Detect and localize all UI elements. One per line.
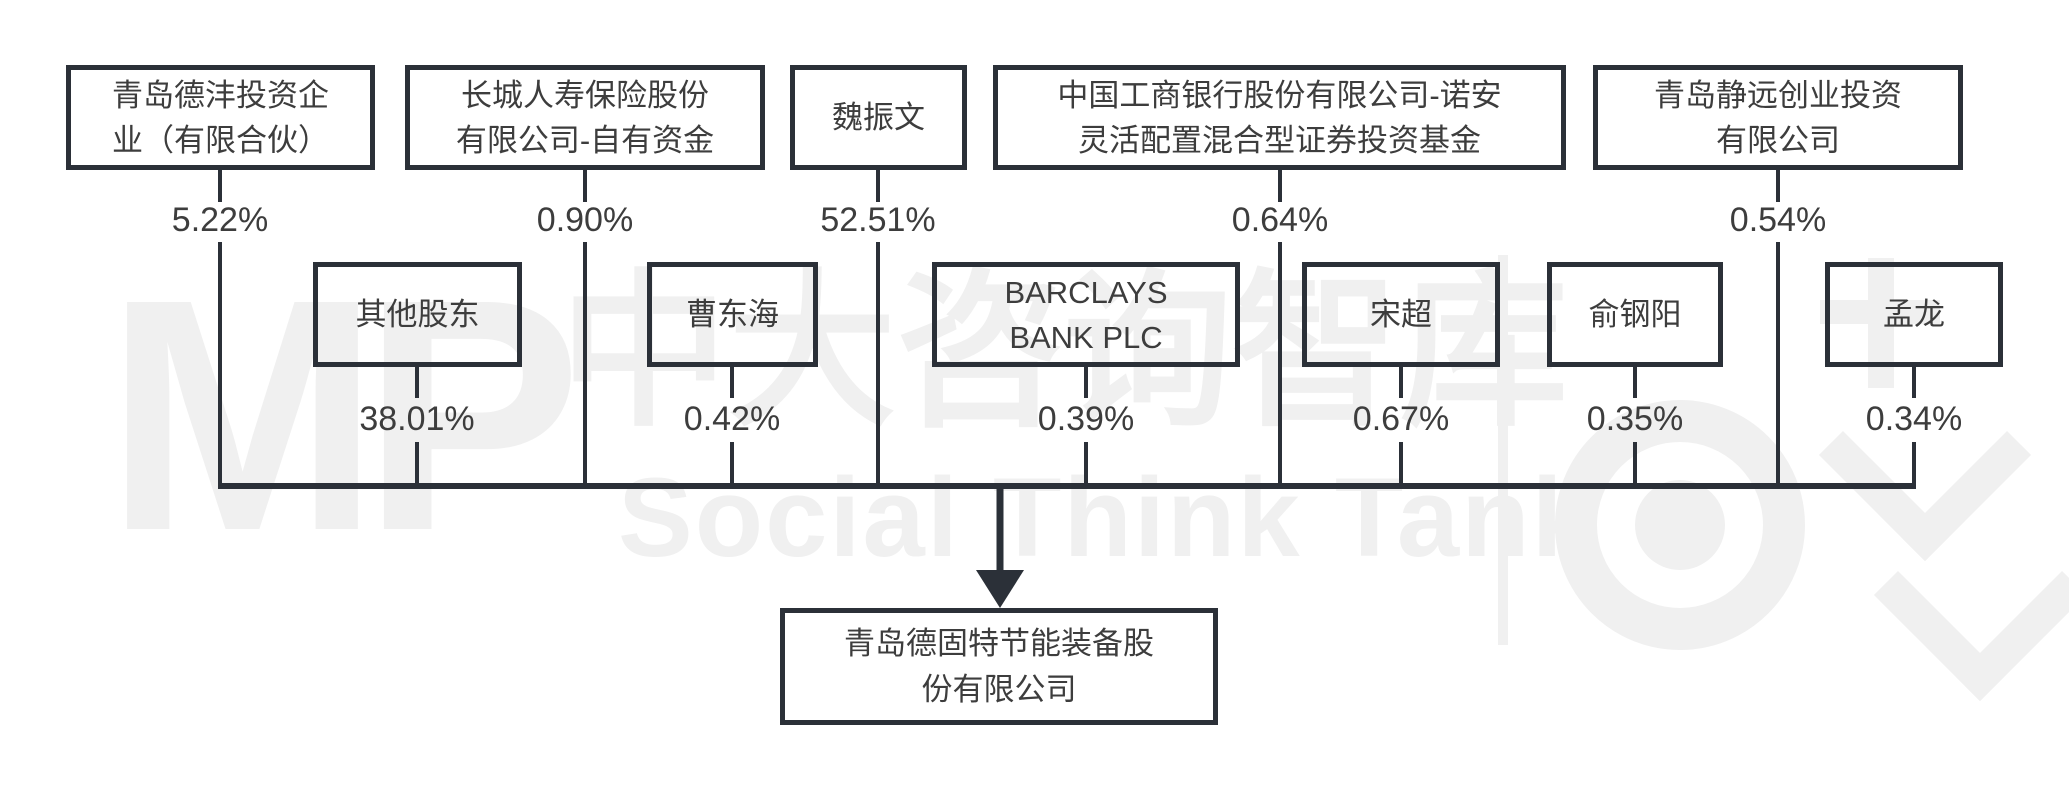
shareholder-box-barclays: BARCLAYS BANK PLC xyxy=(932,262,1240,367)
shareholder-box-caodonghai: 曹东海 xyxy=(647,262,818,367)
shareholder-box-qingdao-jingyuan: 青岛静远创业投资 有限公司 xyxy=(1593,65,1963,170)
shareholder-box-weizhenwen: 魏振文 xyxy=(790,65,967,170)
connector-line xyxy=(1084,367,1088,398)
watermark-logo: MP xyxy=(105,230,582,599)
connector-line xyxy=(1084,442,1088,487)
connector-line xyxy=(583,242,587,487)
ownership-percentage: 0.39% xyxy=(1037,399,1135,438)
shareholder-box-songchao: 宋超 xyxy=(1302,262,1500,367)
connector-line xyxy=(218,170,222,202)
connector-bus-line xyxy=(218,483,1916,489)
watermark-divider xyxy=(1498,255,1508,645)
ownership-percentage: 0.34% xyxy=(1865,399,1963,438)
connector-line xyxy=(1278,242,1282,487)
ownership-percentage: 0.90% xyxy=(536,200,634,239)
connector-line xyxy=(1278,170,1282,202)
connector-line xyxy=(876,242,880,487)
connector-line xyxy=(415,367,419,398)
connector-line xyxy=(415,442,419,487)
watermark-en-text: Social Think Tank xyxy=(618,455,1596,580)
connector-line xyxy=(1912,442,1916,487)
ownership-percentage: 0.35% xyxy=(1586,399,1684,438)
ownership-percentage: 5.22% xyxy=(171,200,269,239)
connector-line xyxy=(876,170,880,202)
connector-line xyxy=(218,242,222,487)
connector-line xyxy=(1399,367,1403,398)
watermark-cross-icon xyxy=(1820,300,1940,324)
watermark-ring-core-icon xyxy=(1635,480,1725,570)
ownership-percentage: 0.54% xyxy=(1729,200,1827,239)
arrow-stem xyxy=(996,483,1004,575)
ownership-percentage: 52.51% xyxy=(820,200,936,239)
ownership-percentage: 0.67% xyxy=(1352,399,1450,438)
connector-line xyxy=(583,170,587,202)
shareholder-box-greatwall-life: 长城人寿保险股份 有限公司-自有资金 xyxy=(405,65,765,170)
ownership-percentage: 0.42% xyxy=(683,399,781,438)
shareholder-box-yugangyang: 俞钢阳 xyxy=(1547,262,1723,367)
connector-line xyxy=(730,442,734,487)
shareholder-box-icbc-fund: 中国工商银行股份有限公司-诺安 灵活配置混合型证券投资基金 xyxy=(993,65,1566,170)
connector-line xyxy=(730,367,734,398)
connector-line xyxy=(1912,367,1916,398)
arrow-down-icon xyxy=(976,570,1024,608)
connector-line xyxy=(1399,442,1403,487)
watermark-cn-text: 中大咨询智库 xyxy=(560,258,1568,446)
connector-line xyxy=(1776,242,1780,487)
connector-line xyxy=(1633,367,1637,398)
shareholder-box-other-shareholders: 其他股东 xyxy=(313,262,522,367)
connector-line xyxy=(1633,442,1637,487)
shareholder-box-menglong: 孟龙 xyxy=(1825,262,2003,367)
shareholder-box-qingdao-defeng: 青岛德沣投资企 业（有限合伙） xyxy=(66,65,375,170)
connector-line xyxy=(1776,170,1780,202)
target-company-box: 青岛德固特节能装备股 份有限公司 xyxy=(780,608,1218,725)
ownership-percentage: 38.01% xyxy=(359,399,475,438)
ownership-percentage: 0.64% xyxy=(1231,200,1329,239)
